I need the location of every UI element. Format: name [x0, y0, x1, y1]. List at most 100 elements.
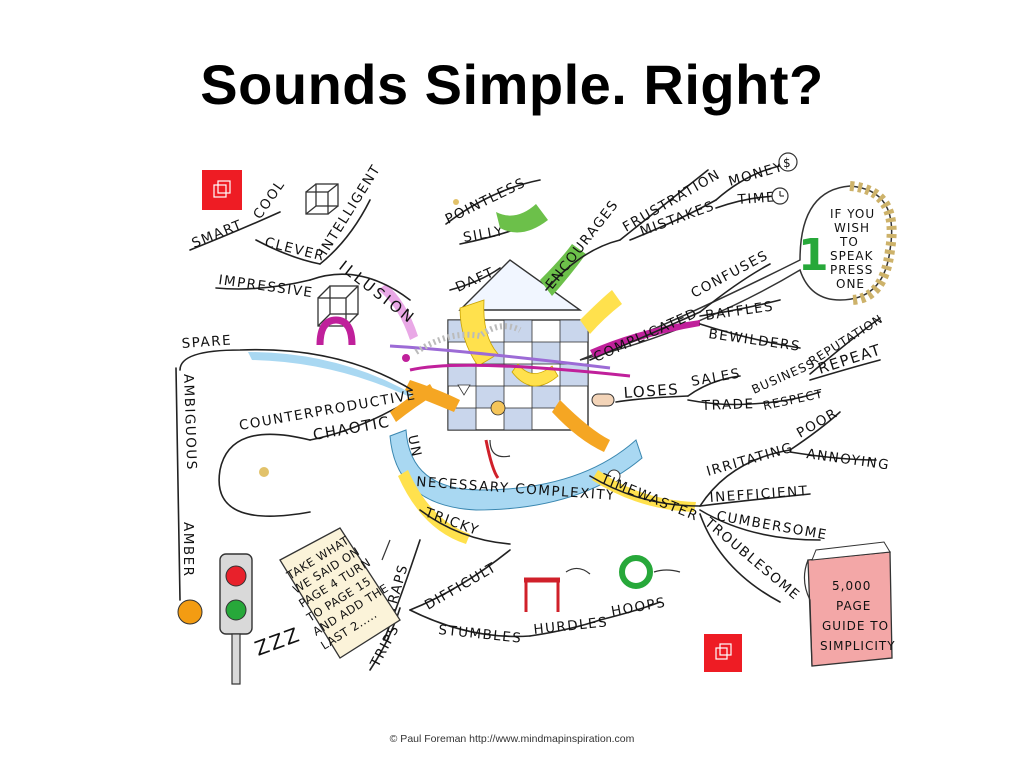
money-symbol: $ — [783, 156, 792, 170]
label-ambiguous: AMBIGUOUS — [180, 374, 199, 472]
branch-smart — [189, 211, 281, 251]
phone-line-5: PRESS — [830, 263, 873, 277]
branch-hoops — [599, 601, 661, 621]
illusion-ribbon — [378, 284, 418, 340]
label-sales: SALES — [690, 365, 742, 389]
branch-inefficient — [699, 493, 811, 507]
branch-mistakes — [629, 199, 717, 241]
branch-ambiguous — [175, 367, 181, 601]
slide-title: Sounds Simple. Right? — [200, 53, 824, 116]
mind-map: SMART COOL CLEVER INTELLIGENT IMPRESSIVE… — [175, 152, 897, 685]
label-stumbles: STUMBLES — [438, 622, 523, 647]
branch-bewilders — [699, 323, 801, 349]
central-house-illustration — [389, 244, 631, 479]
label-annoying: ANNOYING — [805, 446, 891, 474]
label-impressive: IMPRESSIVE — [217, 272, 314, 301]
branch-respect — [749, 391, 821, 405]
branch-encourages — [545, 239, 621, 291]
branch-poor — [789, 411, 841, 451]
phone-line-6: ONE — [836, 277, 865, 291]
hurdle-icon — [524, 567, 591, 612]
hoop-icon — [619, 555, 653, 589]
phone-line-1: IF YOU — [830, 207, 875, 221]
label-loses: LOSES — [623, 380, 680, 402]
label-intelligent: INTELLIGENT — [316, 162, 385, 258]
money-coin-icon — [778, 152, 798, 172]
phone-line-3: TO — [839, 235, 859, 249]
label-smart: SMART — [190, 217, 246, 252]
magenta-magnet-icon — [316, 316, 356, 346]
dot-counterproductive — [259, 467, 269, 477]
note-arrow-icon — [381, 539, 391, 561]
cube-icon-small-bottom — [715, 643, 732, 660]
branch-tricky — [419, 509, 511, 545]
label-money: MONEY — [727, 159, 786, 190]
traffic-light-icon — [219, 553, 253, 685]
branch-daft — [449, 267, 501, 291]
label-irritating: IRRITATING — [705, 440, 796, 480]
orange-chaotic-ribbon — [390, 384, 436, 422]
red-cube-stamp-bottom — [704, 634, 742, 672]
red-cube-stamp-top — [202, 170, 242, 210]
timewaster-yellow-ribbon — [592, 470, 696, 512]
branch-intelligent — [319, 199, 371, 265]
branch-impressive — [215, 279, 311, 290]
simplicity-book: 5,000 PAGE GUIDE TO SIMPLICITY — [803, 541, 896, 667]
book-line-3: GUIDE TO — [822, 619, 889, 633]
label-time: TIME — [736, 189, 776, 208]
branch-stumbles — [409, 609, 531, 638]
label-bewilders: BEWILDERS — [707, 326, 801, 355]
phone-speech-bubble: 1 IF YOU WISH TO SPEAK PRESS ONE — [579, 181, 897, 361]
branch-clever — [255, 239, 321, 265]
branch-annoying — [789, 451, 877, 461]
label-silly: SILLY — [462, 223, 506, 246]
label-spare: SPARE — [181, 333, 232, 352]
branch-loses — [615, 395, 689, 403]
branch-reputation — [809, 317, 881, 375]
branch-counterproductive — [218, 433, 311, 517]
green-ribbon — [496, 204, 548, 233]
branch-baffles — [699, 299, 781, 317]
label-trade: TRADE — [701, 396, 755, 414]
copyright-credit: © Paul Foreman http://www.mindmapinspira… — [389, 733, 635, 745]
dot-pointless — [453, 199, 459, 205]
branch-trips — [369, 607, 401, 671]
book-line-1: 5,000 — [832, 579, 871, 593]
label-encourages: ENCOURAGES — [543, 197, 623, 293]
book-line-2: PAGE — [836, 599, 871, 613]
floating-cube-icon — [305, 183, 339, 215]
branch-cumbersome — [699, 509, 821, 541]
book-line-4: SIMPLICITY — [820, 639, 896, 653]
label-amber: AMBER — [180, 522, 196, 578]
tricky-yellow-ribbon — [398, 470, 470, 544]
sleep-zzz: ZZZ — [252, 622, 304, 661]
label-difficult: DIFFICULT — [422, 559, 500, 613]
hoop-arrow-icon — [653, 569, 681, 573]
label-inefficient: INEFFICIENT — [709, 483, 809, 506]
phone-line-4: SPEAK — [830, 249, 874, 263]
branch-traps — [383, 539, 421, 641]
branch-irritating — [699, 449, 791, 507]
branch-spare — [179, 348, 413, 391]
branch-confuses — [699, 263, 771, 313]
phone-number: 1 — [798, 230, 829, 281]
label-hoops: HOOPS — [610, 595, 668, 620]
branch-complicated — [589, 311, 701, 361]
spare-blue-ribbon — [248, 352, 420, 402]
label-un: UN — [404, 434, 424, 460]
branch-trade — [687, 399, 751, 406]
label-illusion: ILLUSION — [336, 257, 420, 328]
branch-hurdles — [529, 619, 601, 637]
label-hurdles: HURDLES — [533, 614, 609, 638]
branch-frustration — [619, 169, 709, 241]
label-cool: COOL — [250, 177, 288, 222]
clock-icon — [771, 187, 789, 205]
cube-icon-small — [213, 180, 231, 198]
label-poor: POOR — [794, 405, 841, 441]
branch-sales — [687, 375, 741, 397]
branch-illusion — [309, 273, 411, 301]
branch-timewaster — [589, 475, 701, 507]
branch-repeat — [809, 359, 881, 381]
complexity-ribbon — [389, 429, 643, 511]
